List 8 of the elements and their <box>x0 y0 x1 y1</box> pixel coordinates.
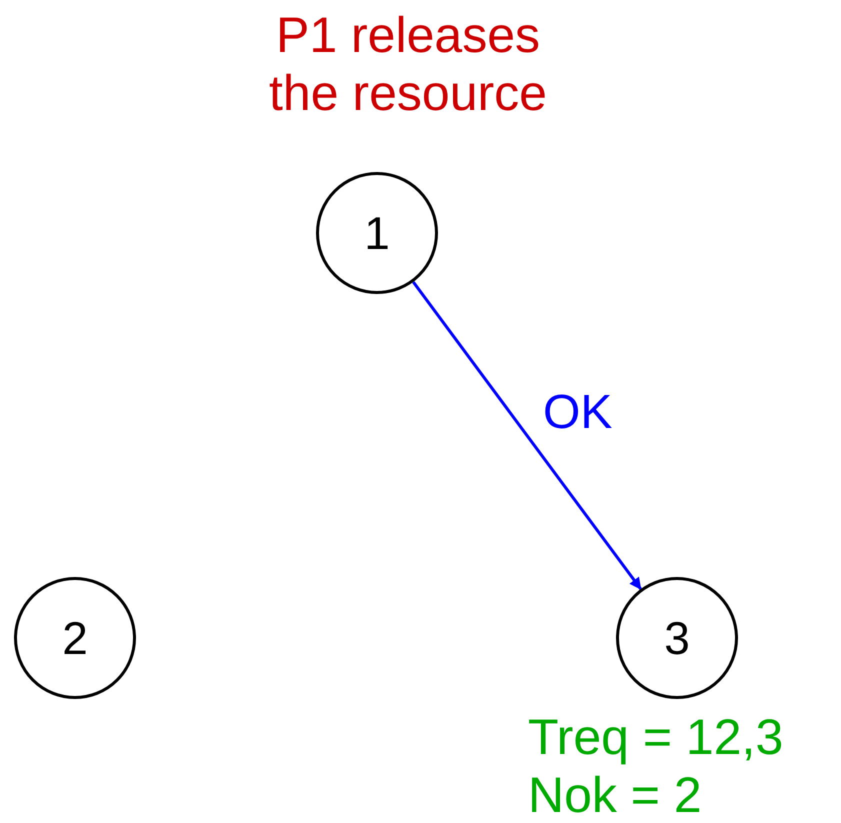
annotation-text: Treq = 12,3 <box>528 708 784 766</box>
arrow <box>412 281 642 590</box>
state-number: 3 <box>664 615 690 661</box>
annotation-text: Nok = 2 <box>528 766 703 823</box>
edge-label: OK <box>543 388 612 436</box>
state-number: 2 <box>62 615 88 661</box>
state-number: 1 <box>364 210 390 256</box>
annotation-text: P1 releases the resource <box>268 6 548 122</box>
